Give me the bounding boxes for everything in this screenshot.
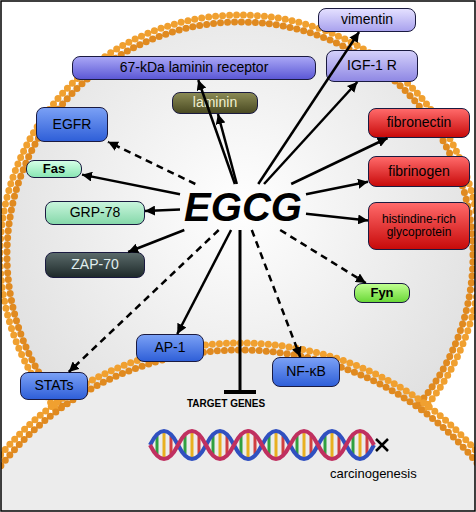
protein-box: vimentin xyxy=(318,8,416,32)
arrow-connector xyxy=(108,142,195,184)
arrow-connector xyxy=(82,175,180,195)
protein-box: histindine-rich glycoprotein xyxy=(368,202,470,250)
node-text: Fyn xyxy=(370,286,393,300)
node-text: AP-1 xyxy=(154,340,185,355)
receptor-box: EGFR xyxy=(36,107,108,142)
protein-box: laminin xyxy=(172,92,258,114)
kinase-box: ZAP-70 xyxy=(45,252,145,278)
nucleus-interior xyxy=(1,349,475,511)
protein-box: GRP-78 xyxy=(45,201,145,225)
arrow-connector xyxy=(258,32,359,184)
node-text: STATs xyxy=(34,378,73,393)
node-text: IGF-1 R xyxy=(347,58,397,73)
inhibition-bar xyxy=(224,390,256,394)
arrow-connector xyxy=(145,210,180,211)
dna-strand xyxy=(150,431,374,459)
cross-mark xyxy=(376,439,388,451)
target-label: TARGET GENES xyxy=(187,398,265,409)
receptor-box: Fas xyxy=(26,160,82,178)
node-text: GRP-78 xyxy=(70,205,121,220)
node-text: vimentin xyxy=(341,12,393,27)
node-text: laminin xyxy=(193,95,237,110)
outcome-label: carcinogenesis xyxy=(330,466,417,481)
arrow-connector xyxy=(306,214,368,221)
nuclear-membrane-inner xyxy=(1,350,475,511)
compound-name: EGCG xyxy=(180,184,306,230)
arrow-connector xyxy=(306,182,368,195)
node-text: EGCG xyxy=(184,185,302,229)
node-text: 67-kDa laminin receptor xyxy=(120,60,269,75)
arrow-connector xyxy=(128,230,184,252)
nuclear-membrane-outer xyxy=(1,343,475,511)
arrow-connector xyxy=(291,138,387,184)
receptor-box: IGF-1 R xyxy=(326,50,418,82)
protein-box: fibrinogen xyxy=(368,156,470,187)
arrow-connector xyxy=(177,230,231,334)
node-text: fibrinogen xyxy=(388,164,450,179)
transcription-factor-box: STATs xyxy=(20,372,88,400)
protein-box: fibronectin xyxy=(368,108,470,138)
node-text: fibronectin xyxy=(387,115,452,130)
arrow-connector xyxy=(198,80,235,184)
arrow-connector xyxy=(69,230,219,372)
transcription-factor-box: AP-1 xyxy=(136,334,204,362)
dna-strand xyxy=(150,431,374,459)
inhibition-line xyxy=(239,230,242,392)
node-text: ZAP-70 xyxy=(71,257,118,272)
arrow-connector xyxy=(264,82,357,184)
kinase-box: Fyn xyxy=(354,283,410,303)
node-text: NF-κB xyxy=(286,364,326,379)
node-text: EGFR xyxy=(53,117,92,132)
node-text: histindine-rich glycoprotein xyxy=(369,213,469,239)
transcription-factor-box: NF-κB xyxy=(272,357,340,387)
arrow-connector xyxy=(218,114,237,184)
node-text: Fas xyxy=(43,162,65,176)
arrow-connector xyxy=(280,230,366,283)
arrow-connector xyxy=(252,230,300,357)
receptor-box: 67-kDa laminin receptor xyxy=(72,56,316,80)
